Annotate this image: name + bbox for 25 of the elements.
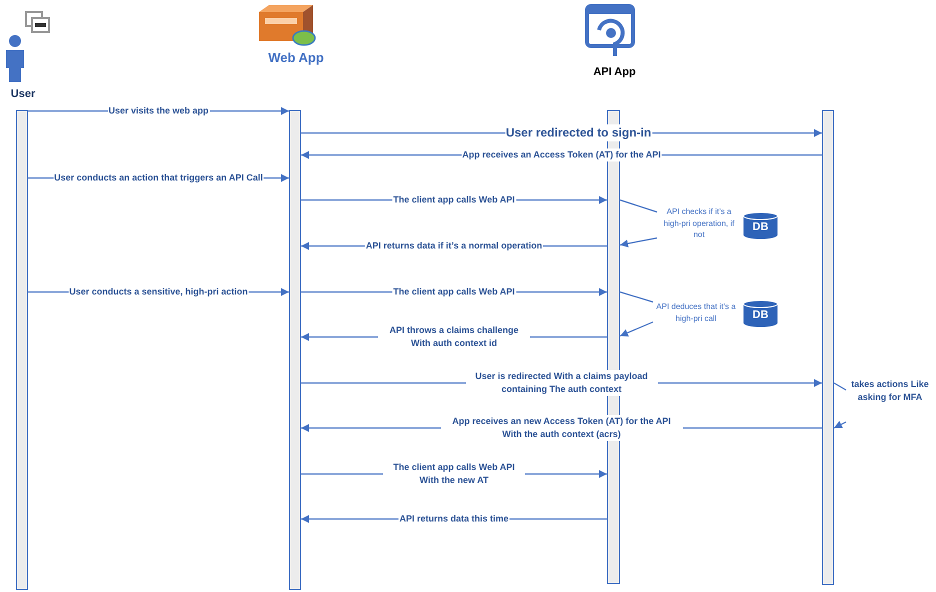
leader-line xyxy=(834,420,846,429)
message-label: User redirected to sign-in xyxy=(504,124,652,142)
leader-line xyxy=(834,382,846,391)
leader-line xyxy=(620,199,658,213)
message-label: API returns data if it’s a normal operation xyxy=(364,239,544,253)
participant-label: Web App xyxy=(267,49,325,67)
message-label: The client app calls Web API xyxy=(392,193,516,207)
lifeline-bar xyxy=(822,110,834,585)
leader-line xyxy=(620,237,658,248)
participant-label: User xyxy=(10,87,36,102)
note-text: API checks if it’s a high-pri operation, if not xyxy=(657,206,741,246)
leader-line xyxy=(620,321,654,337)
message-label: App receives an Access Token (AT) for the API xyxy=(461,148,662,162)
message-label: User visits the web app xyxy=(107,104,210,118)
database-label: DB xyxy=(752,309,770,321)
message-label: The client app calls Web API xyxy=(392,285,516,299)
message-label: App receives an new Access Token (AT) for the API With the auth context (acrs) xyxy=(440,414,682,442)
note-text: takes actions Like asking for MFA xyxy=(846,378,934,432)
message-label: User is redirected With a claims payload containing The auth context xyxy=(466,370,658,396)
message-label: User conducts an action that triggers an API Call xyxy=(53,171,264,185)
note-text: API deduces that it’s a high-pri call xyxy=(653,301,739,329)
database-label: DB xyxy=(752,221,770,233)
leader-line xyxy=(620,291,654,303)
message-label: User conducts a sensitive, high-pri action xyxy=(68,285,249,299)
participant-label: API App xyxy=(592,65,637,80)
